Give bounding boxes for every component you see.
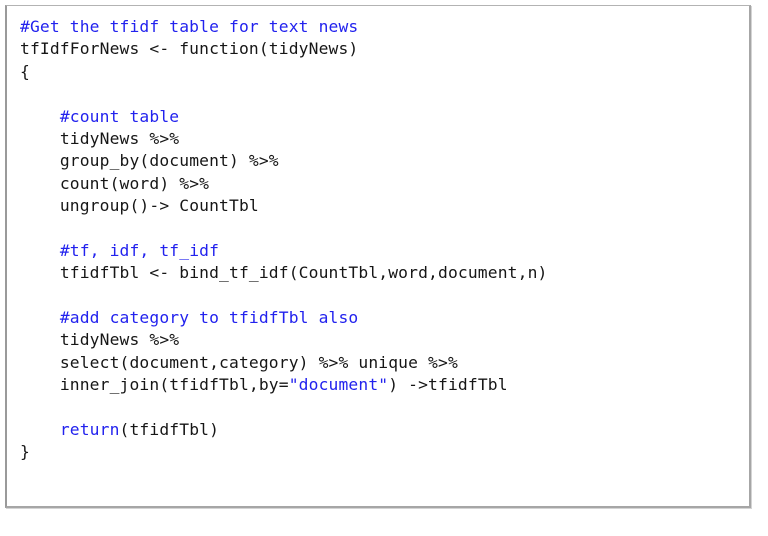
code-line: group_by(document) %>% xyxy=(20,150,745,172)
code-line: inner_join(tfidfTbl,by="document") ->tfi… xyxy=(20,374,745,396)
code-line: tfIdfForNews <- function(tidyNews) xyxy=(20,38,745,60)
code-token-plain: count(word) %>% xyxy=(59,173,210,193)
code-line: return(tfidfTbl) xyxy=(20,419,745,441)
code-line: #Get the tfidf table for text news xyxy=(20,16,745,38)
code-token-plain: inner_join(tfidfTbl,by= xyxy=(59,375,289,395)
code-token-plain: tidyNews %>% xyxy=(59,128,180,148)
code-token-plain: tfIdfForNews <- function(tidyNews) xyxy=(20,39,359,59)
code-line: select(document,category) %>% unique %>% xyxy=(20,352,745,374)
code-token-plain: (tfidfTbl) xyxy=(119,420,220,440)
code-token-comment: #add category to tfidfTbl also xyxy=(59,308,359,328)
code-line: } xyxy=(20,441,745,463)
code-line: #count table xyxy=(20,106,745,128)
code-line xyxy=(20,285,745,307)
code-snippet-card: #Get the tfidf table for text news tfIdfF… xyxy=(5,5,751,508)
code-token-keyword: return xyxy=(59,420,120,440)
code-line: { xyxy=(20,61,745,83)
code-token-plain: group_by(document) %>% xyxy=(59,151,279,171)
code-token-comment: #tf, idf, tf_idf xyxy=(59,240,220,260)
code-line: count(word) %>% xyxy=(20,173,745,195)
code-line: tidyNews %>% xyxy=(20,128,745,150)
r-source-code[interactable]: #Get the tfidf table for text news tfIdfF… xyxy=(20,16,745,464)
code-line: #add category to tfidfTbl also xyxy=(20,307,745,329)
code-token-plain: select(document,category) %>% unique %>% xyxy=(59,352,458,372)
code-token-plain: ) ->tfidfTbl xyxy=(388,375,508,395)
code-token-comment: #count table xyxy=(59,106,180,126)
code-line xyxy=(20,397,745,419)
code-line xyxy=(20,83,745,105)
code-token-plain: ungroup()-> CountTbl xyxy=(59,196,259,216)
code-line: tfidfTbl <- bind_tf_idf(CountTbl,word,do… xyxy=(20,262,745,284)
code-line: #tf, idf, tf_idf xyxy=(20,240,745,262)
code-line: ungroup()-> CountTbl xyxy=(20,195,745,217)
code-line: tidyNews %>% xyxy=(20,329,745,351)
code-token-comment: #Get the tfidf table for text news xyxy=(20,17,359,36)
code-token-plain: { xyxy=(20,61,30,81)
code-token-string: "document" xyxy=(288,375,389,395)
code-line xyxy=(20,218,745,240)
code-token-plain: tidyNews %>% xyxy=(59,330,180,350)
code-token-plain: } xyxy=(20,442,30,462)
code-token-plain: tfidfTbl <- bind_tf_idf(CountTbl,word,do… xyxy=(59,263,548,283)
